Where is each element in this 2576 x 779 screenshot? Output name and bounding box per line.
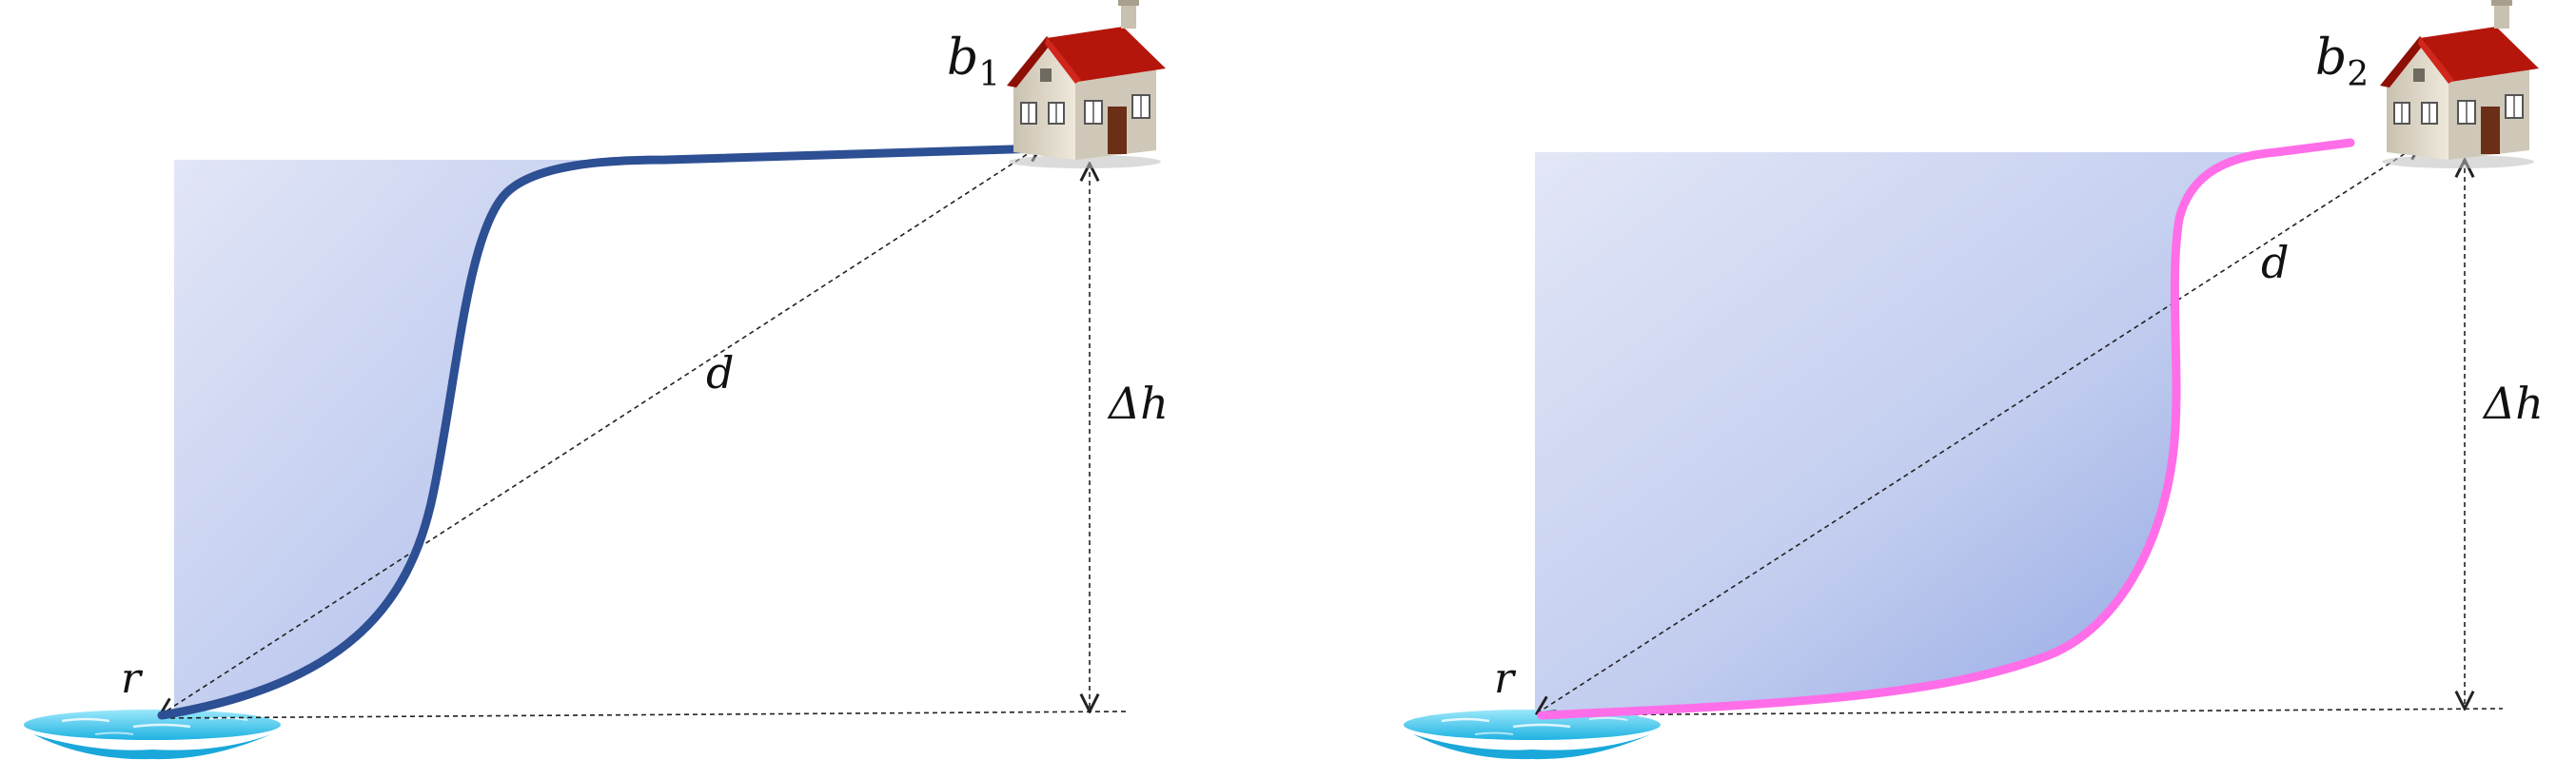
house-icon xyxy=(1006,0,1167,169)
distance-label-left: d xyxy=(706,347,734,399)
house-icon xyxy=(2379,0,2540,169)
shaded-area-right xyxy=(1535,152,2276,715)
water-body-icon xyxy=(1402,708,1662,761)
height-label-left: Δh xyxy=(1107,378,1169,429)
building-label-left: b1 xyxy=(947,29,1000,94)
path-curve-right xyxy=(1537,138,2355,720)
shaded-area-left xyxy=(162,160,678,715)
panel-right: b2 d Δh r xyxy=(1402,0,2544,761)
distance-line-right xyxy=(1537,143,2422,713)
path-curve-left xyxy=(157,144,1047,720)
height-label-right: Δh xyxy=(2482,378,2544,429)
building-label-right: b2 xyxy=(2315,29,2369,94)
baseline-left xyxy=(161,711,1129,719)
distance-line-left xyxy=(160,145,1042,715)
river-label-left: r xyxy=(121,654,144,703)
river-label-right: r xyxy=(1494,654,1517,703)
panel-left: b1 d Δh r xyxy=(22,0,1169,761)
distance-label-right: d xyxy=(2261,237,2289,288)
